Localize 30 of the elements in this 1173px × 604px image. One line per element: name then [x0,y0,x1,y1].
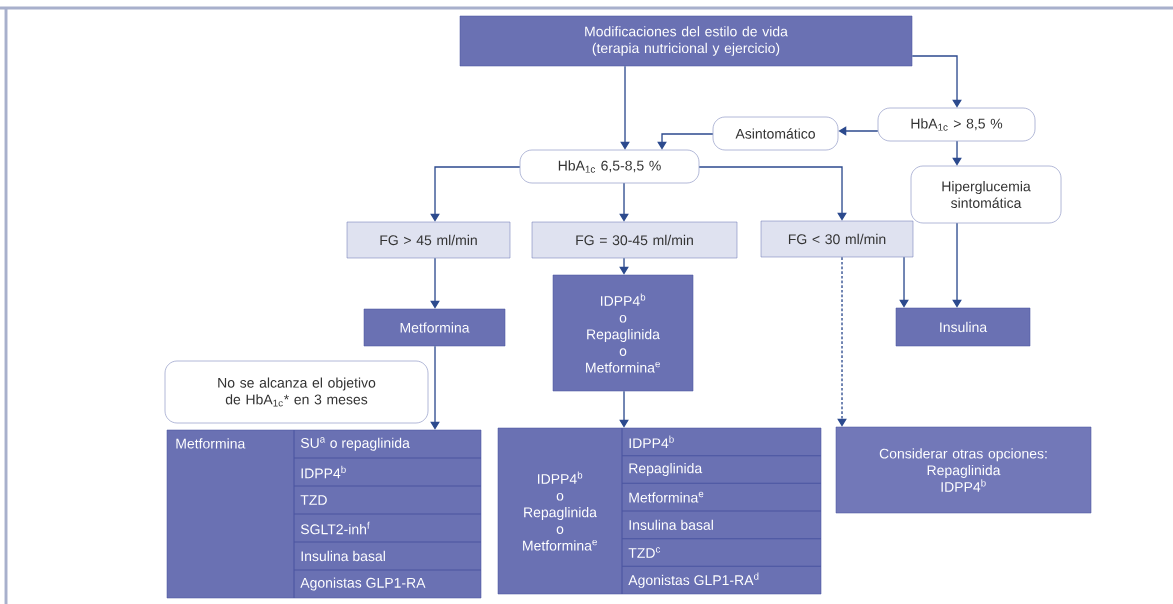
arrow [899,256,909,308]
arrow [952,140,962,166]
criterion-box: FG < 30 ml/min [760,220,914,258]
arrow [698,166,847,221]
process-box: Insulina [895,307,1031,347]
condition-box: No se alcanza el objetivo de HbA$_{1c}$* en 3 meses [164,360,429,424]
arrow [838,126,879,136]
arrow [619,257,629,275]
criterion-box: FG > 45 ml/min [346,221,511,259]
process-box: Metformina [363,308,506,347]
arrow [952,222,962,308]
condition-box: HbA$_{1c}$ 6,5-8,5 % [519,149,700,184]
process-box: Modificaciones del estilo de vida (terapia nutricional y ejercicio) [459,15,913,67]
arrow [620,65,630,150]
arrow [619,390,629,428]
arrow [430,257,440,309]
criterion-box: FG = 30-45 ml/min [531,221,738,259]
arrow [911,55,962,108]
condition-box: Hiperglucemia sintomática [910,165,1062,224]
arrow [619,182,629,222]
options-box: Considerar otras opciones: Repaglinida IDPP4$^{b}$ [835,426,1092,514]
arrow [430,166,521,222]
drug-table: IDPP4$^{b}$ o Repaglinida o Metformina$^{e}$ IDPP4$^{b}$ Repaglinida Metformina$^{e}$ Insulina basal TZD$^{c}$ Agonistas GLP1-RA$^{d}$ [497,427,822,595]
arrow [657,133,714,150]
condition-box: Asintomático [712,116,839,151]
arrow [837,256,847,427]
process-box: IDPP4$^{b}$ o Repaglinida o Metformina$^{e}$ [552,274,694,392]
condition-box: HbA$_{1c}$ > 8,5 % [877,107,1036,142]
drug-table: Metformina SU$^{a}$ o repaglinida IDPP4$^{b}$ TZD SGLT2-inh$^{f}$ Insulina basal Agonistas GLP1-RA [166,429,482,599]
arrow [430,345,440,430]
